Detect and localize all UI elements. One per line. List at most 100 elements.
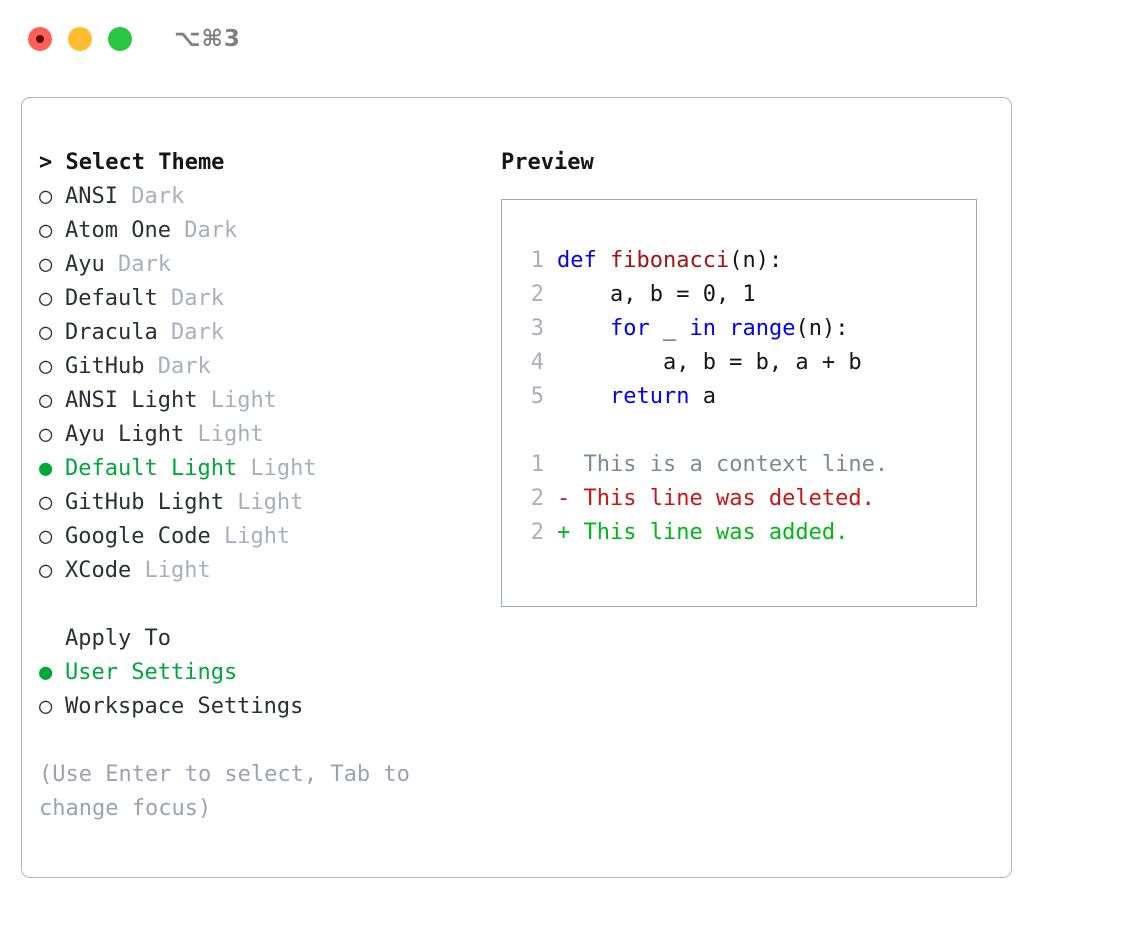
section-spacer (39, 588, 489, 622)
radio-unselected-icon: ○ (39, 252, 53, 277)
line-number: 2 (530, 486, 544, 511)
theme-option-label: Ayu Light (65, 422, 198, 447)
theme-option-atom-one[interactable]: ○ Atom One Dark (39, 214, 489, 248)
code-token: (n): (729, 248, 783, 273)
radio-unselected-icon: ○ (39, 558, 53, 583)
theme-option-tag: Light (144, 558, 211, 583)
code-token: a (689, 384, 716, 409)
theme-option-google-code[interactable]: ○ Google Code Light (39, 520, 489, 554)
diff-line-text: This line was deleted. (583, 486, 875, 511)
code-token: def (557, 248, 610, 273)
theme-option-default[interactable]: ○Default Dark (39, 282, 489, 316)
theme-selector-column: > Select Theme ○ANSI Dark○Atom One Dark○… (39, 146, 489, 826)
code-line: 1 def fibonacci(n): (518, 244, 888, 278)
theme-option-tag: Light (210, 388, 277, 413)
keyboard-hint-line-1: (Use Enter to select, Tab to (39, 762, 410, 787)
theme-option-tag: Dark (117, 252, 171, 277)
code-token (716, 316, 729, 341)
theme-option-label: Google Code (65, 524, 224, 549)
code-line: 3 for _ in range(n): (518, 312, 888, 346)
theme-option-label: Default Light (65, 456, 251, 481)
minimize-window-button[interactable] (68, 27, 92, 51)
theme-option-label: Atom One (65, 218, 185, 243)
theme-option-label: Dracula (65, 320, 171, 345)
apply-to-list: ●User Settings○Workspace Settings (39, 656, 489, 724)
code-token (557, 316, 610, 341)
line-number: 4 (530, 350, 544, 375)
theme-option-tag: Light (197, 422, 264, 447)
apply-to-option-workspace-settings[interactable]: ○Workspace Settings (39, 690, 489, 724)
code-token: a, b = b, a + b (557, 350, 862, 375)
line-number: 2 (530, 520, 544, 545)
code-line: 5 return a (518, 380, 888, 414)
theme-option-ansi[interactable]: ○ANSI Dark (39, 180, 489, 214)
close-window-button[interactable] (28, 27, 52, 51)
theme-option-label: GitHub (65, 354, 158, 379)
theme-option-github[interactable]: ○GitHub Dark (39, 350, 489, 384)
theme-list: ○ANSI Dark○Atom One Dark○Ayu Dark○Defaul… (39, 180, 489, 588)
maximize-window-button[interactable] (108, 27, 132, 51)
radio-selected-icon: ● (39, 660, 53, 685)
apply-to-option-user-settings[interactable]: ●User Settings (39, 656, 489, 690)
theme-option-tag: Dark (184, 218, 238, 243)
radio-unselected-icon: ○ (39, 422, 53, 447)
code-line: 2 a, b = 0, 1 (518, 278, 888, 312)
diff-line-text: This is a context line. (583, 452, 889, 477)
traffic-light-group (28, 27, 132, 51)
theme-option-ayu-light[interactable]: ○ Ayu Light Light (39, 418, 489, 452)
code-token: for (609, 316, 650, 341)
line-number: 1 (530, 452, 544, 477)
code-token: return (609, 384, 690, 409)
theme-option-dracula[interactable]: ○Dracula Dark (39, 316, 489, 350)
theme-option-tag: Light (237, 490, 304, 515)
radio-unselected-icon: ○ (39, 218, 53, 243)
theme-option-github-light[interactable]: ○GitHub Light Light (39, 486, 489, 520)
diff-marker (557, 448, 584, 482)
code-line-content: def fibonacci(n): (557, 244, 782, 278)
code-token: _ (649, 316, 690, 341)
radio-unselected-icon: ○ (39, 490, 53, 515)
code-token: in (689, 316, 716, 341)
theme-option-label: Default (65, 286, 171, 311)
radio-unselected-icon: ○ (39, 524, 53, 549)
code-token (557, 384, 610, 409)
theme-option-default-light[interactable]: ● Default Light Light (39, 452, 489, 486)
radio-unselected-icon: ○ (39, 354, 53, 379)
apply-to-header: Apply To (65, 626, 171, 651)
theme-option-label: ANSI Light (65, 388, 211, 413)
diff-marker: + (557, 520, 584, 545)
window-shortcut-label: ⌥⌘3 (174, 26, 241, 52)
line-number: 2 (530, 282, 544, 307)
code-token: range (729, 316, 796, 341)
line-number: 1 (530, 248, 544, 273)
diff-line-del: 2- This line was deleted. (518, 482, 888, 516)
theme-option-ansi-light[interactable]: ○ANSI Light Light (39, 384, 489, 418)
radio-selected-icon: ● (39, 456, 53, 481)
theme-option-ayu[interactable]: ○ Ayu Dark (39, 248, 489, 282)
main-panel: > Select Theme ○ANSI Dark○Atom One Dark○… (21, 97, 1012, 878)
theme-option-tag: Light (250, 456, 317, 481)
diff-marker: - (557, 486, 584, 511)
code-token: a, b = 0, 1 (557, 282, 756, 307)
preview-title: Preview (501, 150, 594, 175)
code-blank-line (518, 414, 888, 448)
code-line-content: return a (557, 380, 716, 414)
code-token: fibonacci (609, 248, 730, 273)
theme-option-label: Ayu (65, 252, 118, 277)
radio-unselected-icon: ○ (39, 694, 53, 719)
code-line-content: a, b = b, a + b (557, 346, 862, 380)
theme-option-label: ANSI (65, 184, 132, 209)
title-bar: ⌥⌘3 (0, 0, 1140, 78)
diff-line-ctx: 1 This is a context line. (518, 448, 888, 482)
keyboard-hint: (Use Enter to select, Tab to change focu… (39, 758, 439, 826)
line-number: 5 (530, 384, 544, 409)
theme-option-tag: Dark (170, 286, 224, 311)
theme-option-tag: Dark (170, 320, 224, 345)
theme-option-tag: Light (223, 524, 291, 549)
code-token: (n): (795, 316, 849, 341)
diff-line-add: 2+ This line was added. (518, 516, 888, 550)
theme-option-xcode[interactable]: ○XCode Light (39, 554, 489, 588)
